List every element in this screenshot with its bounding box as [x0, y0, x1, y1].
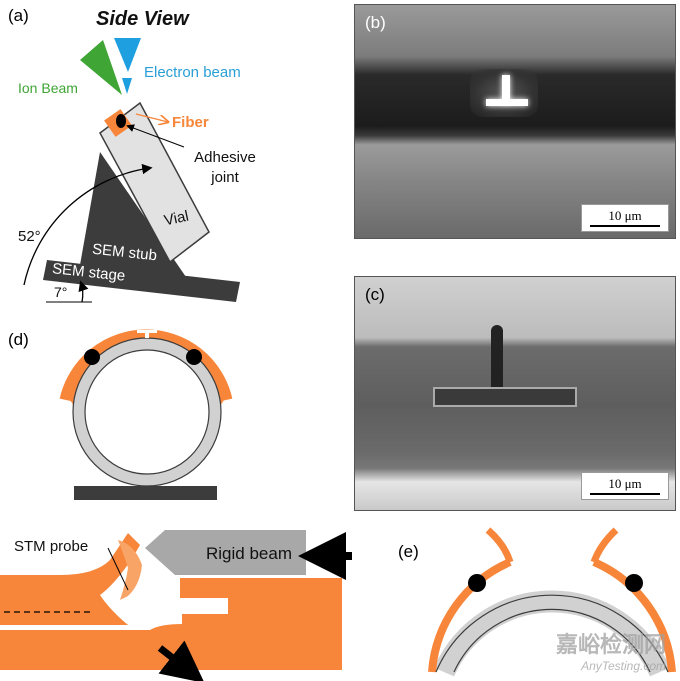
panel-c-sem-image: (c) 10 μm	[354, 276, 676, 511]
panel-e-ring-outer	[435, 594, 669, 673]
panel-c-letter: (c)	[365, 285, 385, 304]
panel-e-coating-right	[592, 558, 676, 673]
panel-a-title: Side View	[96, 8, 189, 30]
panel-d-t-stem	[145, 330, 149, 338]
electron-beam-cone	[114, 38, 141, 72]
pull-arrow	[157, 640, 205, 681]
panel-e-adhesive-left	[468, 574, 486, 592]
panel-c-scale-line	[590, 493, 660, 495]
panel-d-ring-inner	[84, 349, 210, 475]
panel-e-coating-left	[428, 558, 512, 673]
panel-d-ring	[73, 338, 221, 486]
panel-c-t-stem	[491, 325, 503, 391]
panel-e-ring-gray	[433, 590, 671, 677]
panel-b-t-stem	[502, 75, 510, 103]
angle-52-label: 52°	[18, 228, 41, 245]
sem-stub	[80, 152, 186, 277]
fiber-label: Fiber	[172, 114, 209, 131]
panel-b-sem-image: (b) 10 μm	[354, 4, 676, 239]
panel-a-letter: (a)	[8, 6, 29, 25]
ion-beam-cone	[80, 40, 122, 95]
panel-b-letter: (b)	[365, 13, 386, 32]
panel-e-peel-right	[590, 527, 619, 564]
panel-e-ring-inner	[453, 608, 651, 673]
panel-e-peel-left	[485, 527, 514, 564]
panel-b-scale-line	[590, 225, 660, 227]
ion-beam-label: Ion Beam	[18, 80, 78, 96]
fiber-pointer	[135, 113, 168, 122]
panel-c-t-bar	[433, 387, 577, 407]
panel-b-scale-bar: 10 μm	[581, 204, 669, 232]
sem-stage	[43, 260, 240, 302]
panel-d-base	[74, 486, 217, 500]
adhesive-joint	[116, 114, 126, 128]
stm-probe	[118, 540, 142, 600]
panel-c-scale-bar: 10 μm	[581, 472, 669, 500]
angle-52-arc	[23, 163, 153, 286]
vial	[99, 101, 210, 264]
panel-e-letter: (e)	[398, 542, 419, 561]
electron-beam-tip	[122, 78, 132, 94]
electron-beam-label: Electron beam	[144, 64, 241, 81]
panel-d-adhesive-right	[186, 349, 202, 365]
bottom-fiber-upper	[0, 533, 140, 625]
angle-7-arc	[78, 280, 89, 303]
panel-d-letter: (d)	[8, 330, 29, 349]
rigid-beam-label: Rigid beam	[206, 544, 292, 563]
bottom-fiber-right	[150, 578, 342, 630]
bottom-fiber-lower	[0, 630, 342, 670]
angle-7-label: 7°	[54, 284, 68, 300]
stm-pointer	[107, 547, 129, 591]
panel-b-scale-label: 10 μm	[608, 208, 642, 223]
panel-d-adhesive-left	[84, 349, 100, 365]
watermark-en: AnyTesting.com	[581, 659, 666, 673]
panel-c-scale-label: 10 μm	[608, 476, 642, 491]
adhesive-label: Adhesive joint	[194, 149, 256, 186]
adhesive-pointer	[126, 124, 185, 148]
panel-e-adhesive-right	[625, 574, 643, 592]
rigid-beam	[145, 530, 306, 575]
watermark: 嘉峪检测网 AnyTesting.com	[556, 627, 666, 673]
watermark-cn: 嘉峪检测网	[555, 633, 666, 658]
stm-probe-label: STM probe	[14, 538, 89, 555]
